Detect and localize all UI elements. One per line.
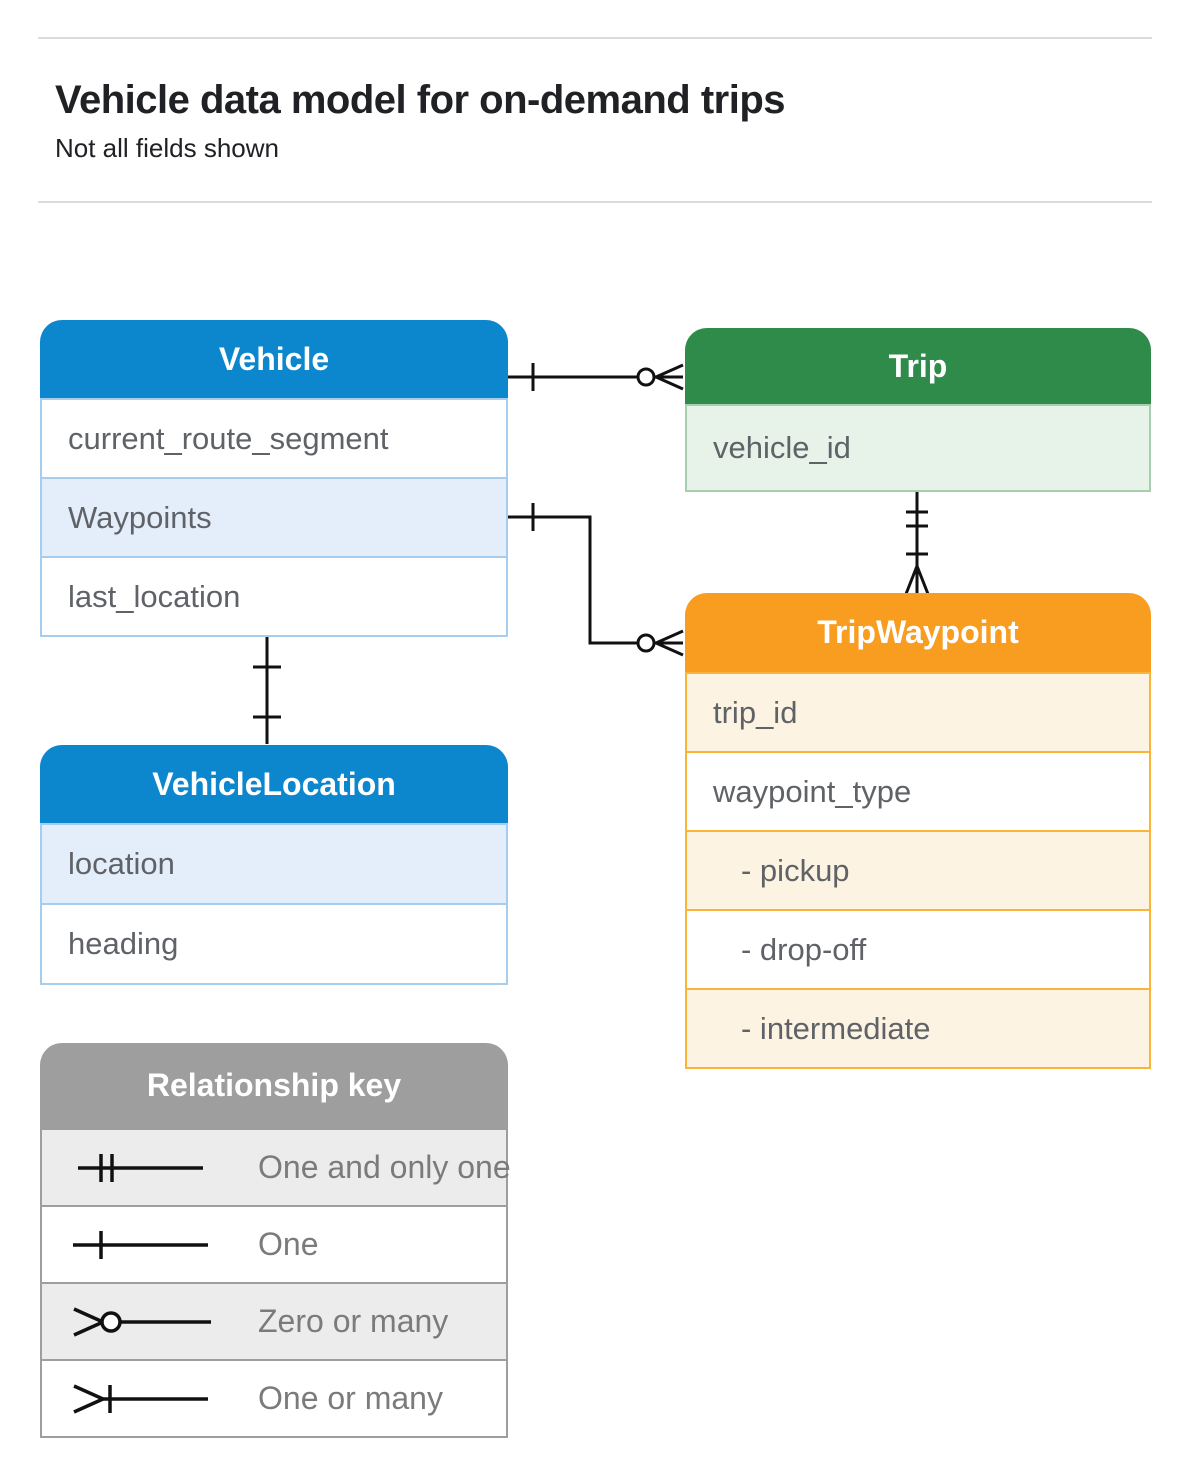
table-title: TripWaypoint: [685, 593, 1151, 672]
entity-table-vehiclelocation: VehicleLocation location heading: [40, 745, 508, 985]
page-title: Vehicle data model for on-demand trips: [55, 78, 786, 122]
table-row: waypoint_type: [687, 751, 1149, 830]
table-row: current_route_segment: [42, 398, 506, 477]
page-subtitle: Not all fields shown: [55, 133, 279, 163]
table-title: Trip: [685, 328, 1151, 404]
table-row: - drop-off: [687, 909, 1149, 988]
table-title: Vehicle: [40, 320, 508, 398]
table-row: heading: [42, 903, 506, 983]
field-value: - pickup: [741, 852, 850, 888]
zero-or-many-icon: [58, 1300, 218, 1344]
table-row: - intermediate: [687, 988, 1149, 1067]
legend-label: One or many: [258, 1380, 443, 1416]
table-row: location: [42, 823, 506, 903]
connector-waypoints-tripwaypoint: [508, 503, 683, 655]
field-name: last_location: [68, 578, 241, 614]
field-name: location: [68, 846, 175, 881]
legend-label: One and only one: [258, 1149, 511, 1185]
table-row: last_location: [42, 556, 506, 635]
connector-vehicle-vehiclelocation: [253, 637, 281, 744]
entity-table-vehicle: Vehicle current_route_segment Waypoints …: [40, 320, 508, 637]
legend-row: One and only one: [42, 1128, 511, 1205]
connector-trip-tripwaypoint: [906, 490, 928, 594]
field-name: waypoint_type: [713, 773, 912, 809]
top-divider: [38, 37, 1152, 39]
field-value: - drop-off: [741, 931, 867, 967]
legend-row: One or many: [42, 1359, 506, 1436]
table-row: vehicle_id: [687, 404, 1149, 490]
field-name: trip_id: [713, 694, 798, 730]
table-row: trip_id: [687, 672, 1149, 751]
field-name: vehicle_id: [713, 430, 851, 465]
legend-label: One: [258, 1226, 319, 1262]
table-row: - pickup: [687, 830, 1149, 909]
legend-row: One: [42, 1205, 506, 1282]
entity-table-trip: Trip vehicle_id: [685, 328, 1151, 492]
field-value: - intermediate: [741, 1010, 931, 1046]
legend-label: Zero or many: [258, 1303, 449, 1339]
one-icon: [58, 1223, 218, 1267]
one-or-many-icon: [58, 1377, 218, 1421]
entity-table-tripwaypoint: TripWaypoint trip_id waypoint_type - pic…: [685, 593, 1151, 1069]
one-and-only-one-icon: [58, 1146, 218, 1190]
relationship-key: Relationship key One and only one: [40, 1043, 511, 1438]
header-divider: [38, 201, 1152, 203]
field-name: Waypoints: [68, 499, 212, 535]
table-row: Waypoints: [42, 477, 506, 556]
connector-vehicle-trip: [508, 363, 683, 391]
relationship-key-title: Relationship key: [40, 1043, 508, 1128]
table-title: VehicleLocation: [40, 745, 508, 823]
field-name: heading: [68, 926, 179, 961]
legend-row: Zero or many: [42, 1282, 506, 1359]
field-name: current_route_segment: [68, 420, 389, 456]
